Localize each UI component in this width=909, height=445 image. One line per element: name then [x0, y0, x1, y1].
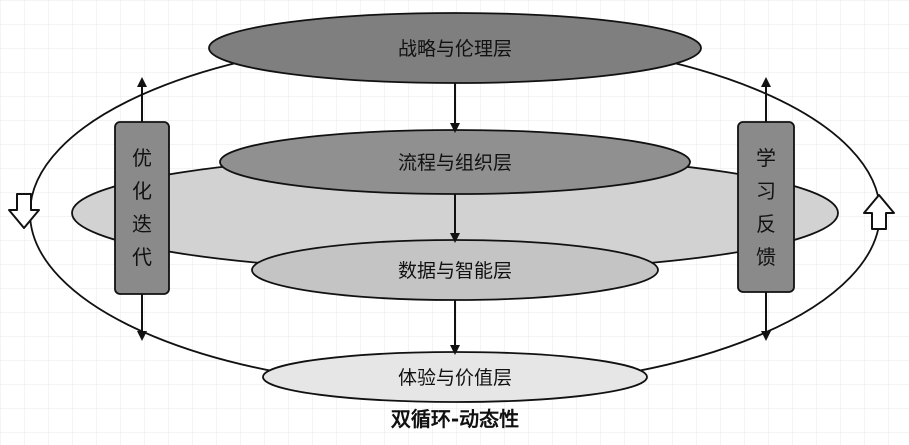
learning-feedback-char-1: 学: [756, 146, 776, 170]
learning-feedback-char-4: 馈: [756, 245, 776, 269]
learning-feedback-char-3: 反: [756, 212, 776, 236]
learning-feedback-char-2: 习: [756, 179, 776, 203]
learning-feedback-box: [737, 121, 795, 293]
optimize-iterate-char-3: 迭: [132, 212, 152, 236]
hollow-up-arrow-icon: [863, 194, 895, 230]
layer-label-strategy: 战略与伦理层: [398, 38, 512, 60]
optimize-iterate-box: [114, 121, 170, 295]
optimize-iterate-char-4: 代: [132, 245, 152, 269]
optimize-iterate-char-1: 优: [132, 146, 152, 170]
layer-label-data: 数据与智能层: [398, 260, 512, 282]
hollow-down-arrow-icon: [8, 193, 40, 229]
layer-label-process: 流程与组织层: [398, 152, 512, 174]
optimize-iterate-char-2: 化: [132, 179, 152, 203]
layer-label-experience: 体验与价值层: [398, 367, 512, 389]
diagram-caption: 双循环-动态性: [391, 407, 519, 431]
